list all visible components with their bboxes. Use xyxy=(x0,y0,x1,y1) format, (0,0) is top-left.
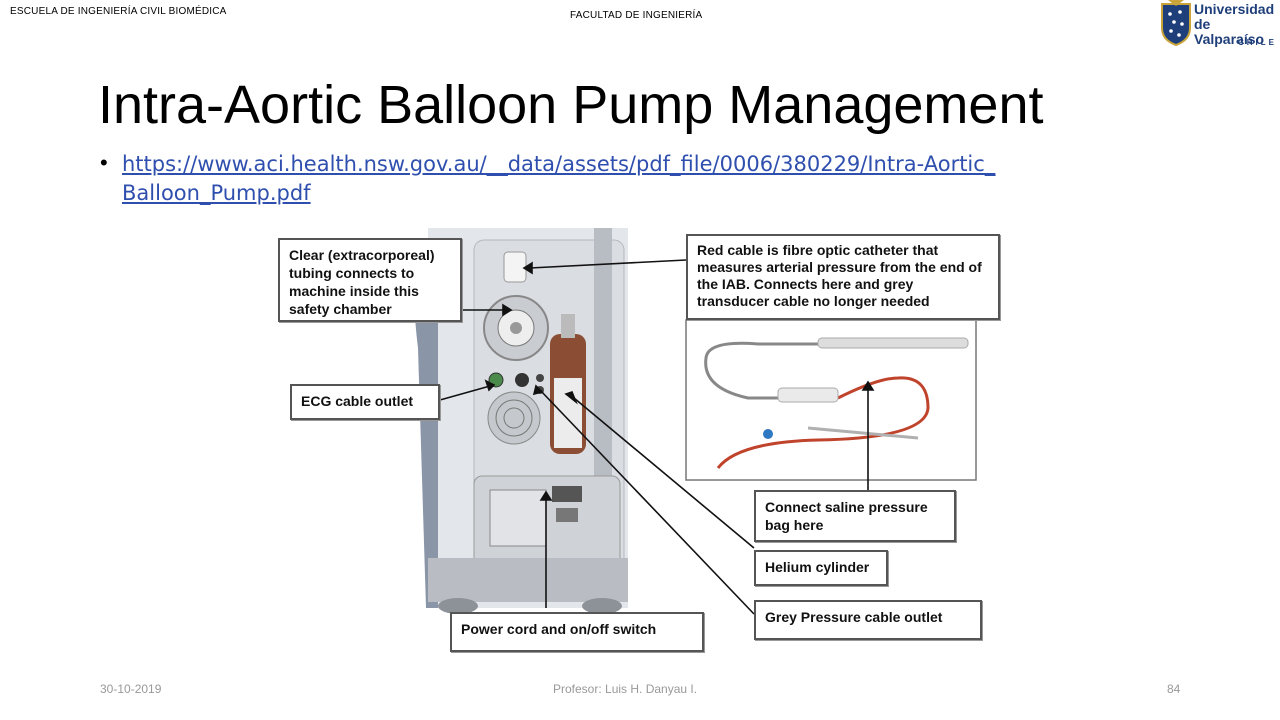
school-name: ESCUELA DE INGENIERÍA CIVIL BIOMÉDICA xyxy=(10,6,227,17)
logo-text: Universidad de Valparaíso xyxy=(1194,2,1275,47)
footer-page-number: 84 xyxy=(1167,682,1181,696)
university-logo: Universidad de Valparaíso CHILE xyxy=(1160,0,1275,50)
shield-icon xyxy=(1161,0,1191,46)
logo-country: CHILE xyxy=(1238,38,1277,47)
footer-date: 30-10-2019 xyxy=(100,682,162,696)
callout-saline-bag: Connect saline pressure bag here xyxy=(754,490,956,542)
callout-red-cable: Red cable is fibre optic catheter that m… xyxy=(686,234,1000,320)
bullet-dot: • xyxy=(100,150,108,175)
slide-title: Intra-Aortic Balloon Pump Management xyxy=(98,75,1044,135)
callout-tubing: Clear (extracorporeal) tubing connects t… xyxy=(278,238,462,322)
callout-helium: Helium cylinder xyxy=(754,550,888,586)
logo-line-2: de Valparaíso xyxy=(1194,16,1265,47)
footer-professor: Profesor: Luis H. Danyau I. xyxy=(553,682,698,696)
logo-line-1: Universidad xyxy=(1194,1,1275,17)
callout-ecg-outlet: ECG cable outlet xyxy=(290,384,440,420)
callout-power-cord: Power cord and on/off switch xyxy=(450,612,704,652)
iabp-figure: Clear (extracorporeal) tubing connects t… xyxy=(278,228,1000,658)
reference-link[interactable]: https://www.aci.health.nsw.gov.au/__data… xyxy=(122,152,996,205)
callout-grey-cable: Grey Pressure cable outlet xyxy=(754,600,982,640)
iabp-machine-illustration xyxy=(413,228,977,615)
faculty-name: FACULTAD DE INGENIERÍA xyxy=(570,10,703,21)
